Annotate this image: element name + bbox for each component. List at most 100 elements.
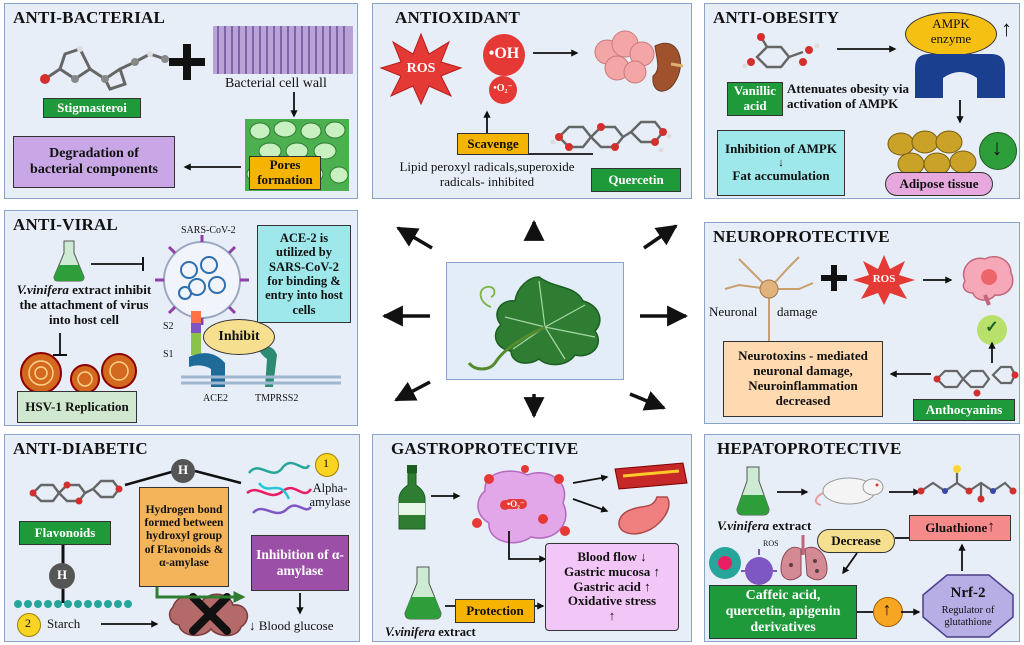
flavonoid-molecule-icon (29, 479, 123, 505)
anti-obesity-title: ANTI-OBESITY (713, 8, 840, 27)
inhibit-label: Inhibit (203, 319, 275, 355)
ampk-up-arrow: ↑ (1001, 16, 1012, 41)
gastro-flask-icon (404, 566, 442, 620)
lipid-radicals-label: Lipid peroxyl radicals,superoxide radica… (399, 159, 575, 189)
gastric-effect-mucosa: Gastric mucosa ↑ (563, 563, 661, 579)
anthocyanins-label: Anthocyanins (913, 399, 1015, 421)
flavonoids-label: Flavonoids (19, 521, 111, 545)
bacterial-cell-wall-icon (213, 26, 353, 74)
hepatoprotective-title: HEPATOPROTECTIVE (717, 439, 902, 458)
anti-diabetic-panel: ANTI-DIABETIC H 1 Alpha- amylase Hydroge… (4, 434, 360, 642)
gastric-effect-acid: Gastric acid ↑ (573, 578, 651, 594)
nrf2-octagon-icon (922, 574, 1014, 638)
hepato-ros-label: ROS (763, 539, 779, 548)
s2-label: S2 (163, 321, 174, 332)
hsv-virus-icon (20, 352, 137, 394)
starch-h-label: H (56, 567, 68, 582)
inhibition-ampk-label: Inhibition of AMPK (725, 140, 837, 156)
blood-vessel-icon (614, 462, 688, 490)
grape-leaf-panel (446, 262, 624, 380)
ace2-info-box: ACE-2 is utilized by SARS-CoV-2 for bind… (257, 225, 351, 323)
lungs-icon (780, 535, 828, 581)
oh-label: •OH (488, 45, 520, 62)
hepato-flask-icon (736, 466, 770, 516)
vanillic-acid-label: Vanillic acid (727, 82, 783, 116)
hepato-extract-text: V.vinifera extract (717, 518, 812, 534)
gluthione-label: Gluathione↑ (909, 515, 1011, 541)
decrease-down-arrow: ↓ (991, 135, 1003, 160)
hepato-extract-rest: extract (769, 518, 812, 533)
gastroprotective-panel: GASTROPROTECTIVE •O₂⁻ Blood flow ↓ Gastr… (372, 434, 692, 642)
gastric-effects-box: Blood flow ↓ Gastric mucosa ↑ Gastric ac… (545, 543, 679, 631)
plus-icon (821, 265, 847, 291)
hsv-replication-label: HSV-1 Replication (17, 391, 137, 423)
o2-label: •O₂⁻ (493, 83, 513, 94)
anti-viral-title: ANTI-VIRAL (13, 215, 118, 234)
adipose-tissue-label: Adipose tissue (885, 172, 993, 196)
scavenge-label: Scavenge (457, 133, 529, 155)
neuroprotective-panel: NEUROPROTECTIVE ROS Neuronal damage ✓ Ne… (704, 222, 1020, 424)
gastric-effect-oxidative-stress: Oxidative stress (567, 593, 657, 609)
tmprss2-label: TMPRSS2 (255, 393, 299, 404)
hepatoprotective-panel: HEPATOPROTECTIVE V.vinifera extract Glua… (704, 434, 1020, 642)
vanillic-molecule-icon (742, 33, 820, 69)
hepato-extract-italic: V.vinifera (717, 518, 770, 533)
protection-label: Protection (455, 599, 535, 623)
bottle-icon (398, 465, 426, 530)
oh-radical-circle (483, 34, 525, 76)
anti-viral-extract-rest: extract inhibit the attachment of virus … (19, 282, 152, 327)
decrease-label: Decrease (817, 529, 895, 553)
neuron-icon (724, 256, 814, 350)
antioxidant-panel: ANTIOXIDANT ROS •OH •O₂⁻ Scavenge Querce… (372, 3, 692, 199)
blood-glucose-label: ↓ Blood glucose (249, 618, 334, 633)
ros-burst-icon (379, 32, 463, 106)
gastro-extract-italic: V.vinifera (385, 625, 436, 639)
alpha-amylase-protein-icon (246, 461, 313, 515)
step-1-label: 1 (323, 456, 329, 470)
step-2-circle (17, 613, 41, 637)
fat-accumulation-label: Fat accumulation (732, 168, 830, 184)
ace2-label: ACE2 (203, 393, 228, 404)
nrf2-label: Nrf-2 (950, 585, 986, 601)
neurotoxins-label: Neurotoxins - mediated neuronal damage, … (723, 341, 883, 417)
gastro-extract-rest: extract (435, 625, 476, 639)
grape-leaf-icon (467, 276, 601, 371)
ros-burst-icon (853, 255, 915, 305)
quercetin-label: Quercetin (591, 168, 681, 192)
check-circle-icon (977, 315, 1007, 345)
neuroprotective-title: NEUROPROTECTIVE (713, 227, 890, 246)
attenuates-obesity-label: Attenuates obesity via activation of AMP… (787, 81, 910, 111)
alpha-amylase-label: Alpha- amylase (309, 481, 351, 510)
ampk-enzyme-label: AMPK enzyme (930, 16, 972, 46)
damage-label: damage (777, 304, 818, 319)
stigmasterol-label: Stigmasteroi (43, 98, 141, 118)
gastroprotective-title: GASTROPROTECTIVE (391, 439, 579, 458)
superoxide-circle (489, 76, 517, 104)
increase-up-arrow: ↑ (882, 599, 892, 619)
anti-viral-extract-text: V.vinifera extract inhibit the attachmen… (9, 282, 159, 328)
antioxidant-title: ANTIOXIDANT (395, 8, 520, 27)
hbond-h-label: H (177, 462, 189, 477)
stomach-icon (618, 496, 670, 535)
caffeic-acid-label: Caffeic acid, quercetin, apigenin deriva… (709, 585, 857, 639)
degradation-label: Degradation of bacterial components (13, 136, 175, 188)
flask-icon (53, 240, 85, 282)
intestine-blocked-icon (168, 593, 249, 637)
gastric-effect-oxidative-up: ↑ (608, 608, 616, 624)
glutathione-molecule-icon (917, 465, 1017, 503)
regulator-label: Regulator of glutathione (941, 605, 995, 629)
sars-cov-2-label: SARS-CoV-2 (181, 225, 236, 236)
neuronal-label: Neuronal (709, 304, 758, 319)
spike-receptor-icon (181, 311, 341, 387)
superoxide-label: •O₂⁻ (505, 499, 527, 510)
anti-obesity-panel: ANTI-OBESITY AMPK enzyme ↑ Vanillic acid… (704, 3, 1020, 199)
stigmasterol-molecule-icon (40, 46, 169, 91)
anti-diabetic-title: ANTI-DIABETIC (13, 439, 148, 458)
decrease-green-circle (979, 132, 1017, 170)
inhibition-ampk-box: Inhibition of AMPK ↓ Fat accumulation (717, 130, 845, 196)
gluthione-text: Gluathione (925, 519, 988, 535)
ros-label: ROS (406, 61, 436, 76)
rat-icon (815, 477, 884, 506)
bacterial-cell-wall-label: Bacterial cell wall (225, 76, 327, 91)
